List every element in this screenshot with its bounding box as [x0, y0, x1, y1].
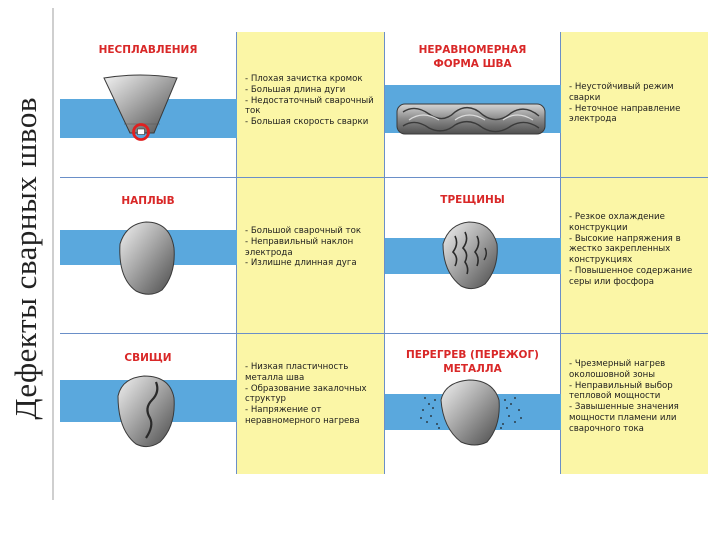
cause-item: Большая длина дуги	[245, 85, 380, 96]
slide-title: Дефекты сварных швов	[2, 8, 50, 508]
defect-causes-fistula: Низкая пластичность металла шва Образова…	[237, 334, 385, 474]
cause-item: Неустойчивый режим сварки	[569, 82, 704, 104]
cause-item: Большая скорость сварки	[245, 117, 380, 128]
defect-causes-cracks: Резкое охлаждение конструкции Высокие на…	[561, 178, 708, 334]
defect-figure-overlap: НАПЛЫВ	[60, 178, 237, 334]
defect-figure-fistula: СВИЩИ	[60, 334, 237, 474]
cause-item: Напряжение от неравномерного нагрева	[245, 405, 380, 427]
cause-item: Неправильный наклон электрода	[245, 237, 380, 259]
cause-item: Завышенные значения мощности пламени или…	[569, 402, 704, 434]
defect-title: НЕСПЛАВЛЕНИЯ	[98, 44, 198, 56]
cause-item: Излишне длинная дуга	[245, 258, 380, 269]
incomplete-fusion-weld-icon	[60, 74, 237, 141]
weld-defects-poster: НЕСПЛАВЛЕНИЯ Плохая зачистка кромок Боль…	[60, 32, 708, 474]
defect-figure-incomplete-fusion: НЕСПЛАВЛЕНИЯ	[60, 32, 237, 178]
defect-title: ПЕРЕГРЕВ (ПЕРЕЖОГ) МЕТАЛЛА	[406, 349, 539, 375]
overheated-weld-icon	[385, 379, 561, 446]
defect-title: НАПЛЫВ	[121, 195, 175, 207]
cause-item: Низкая пластичность металла шва	[245, 362, 380, 384]
cause-list: Плохая зачистка кромок Большая длина дуг…	[245, 74, 380, 128]
defect-causes-overlap: Большой сварочный ток Неправильный накло…	[237, 178, 385, 334]
page-divider	[52, 8, 54, 500]
cause-item: Большой сварочный ток	[245, 226, 380, 237]
slide-title-text: Дефекты сварных швов	[8, 96, 43, 420]
cause-item: Образование закалочных структур	[245, 384, 380, 406]
cause-item: Резкое охлаждение конструкции	[569, 212, 704, 234]
cracked-weld-icon	[385, 221, 561, 290]
overlap-weld-icon	[60, 221, 237, 295]
cause-list: Резкое охлаждение конструкции Высокие на…	[569, 212, 704, 288]
defect-title: СВИЩИ	[124, 352, 172, 364]
cause-list: Большой сварочный ток Неправильный накло…	[245, 226, 380, 269]
defect-title: НЕРАВНОМЕРНАЯ ФОРМА ШВА	[418, 44, 527, 70]
cause-list: Чрезмерный нагрев околошовной зоны Непра…	[569, 359, 704, 435]
cause-item: Неточное направление электрода	[569, 104, 704, 126]
defect-causes-incomplete-fusion: Плохая зачистка кромок Большая длина дуг…	[237, 32, 385, 178]
cause-item: Недостаточный сварочный ток	[245, 96, 380, 118]
defect-causes-overheating: Чрезмерный нагрев околошовной зоны Непра…	[561, 334, 708, 474]
cause-item: Повышенное содержание серы или фосфора	[569, 266, 704, 288]
defect-figure-uneven-shape: НЕРАВНОМЕРНАЯ ФОРМА ШВА	[385, 32, 561, 178]
cause-item: Чрезмерный нагрев околошовной зоны	[569, 359, 704, 381]
cause-item: Плохая зачистка кромок	[245, 74, 380, 85]
defect-causes-uneven-shape: Неустойчивый режим сварки Неточное напра…	[561, 32, 708, 178]
defect-figure-cracks: ТРЕЩИНЫ	[385, 178, 561, 334]
cause-item: Высокие напряжения в жестко закрепленных…	[569, 234, 704, 266]
cause-list: Неустойчивый режим сварки Неточное напра…	[569, 82, 704, 125]
defect-title: ТРЕЩИНЫ	[440, 194, 505, 206]
fistula-weld-icon	[60, 375, 237, 448]
uneven-weld-bead-icon	[385, 85, 561, 135]
cause-list: Низкая пластичность металла шва Образова…	[245, 362, 380, 427]
cause-item: Неправильный выбор тепловой мощности	[569, 381, 704, 403]
defect-figure-overheating: ПЕРЕГРЕВ (ПЕРЕЖОГ) МЕТАЛЛА	[385, 334, 561, 474]
